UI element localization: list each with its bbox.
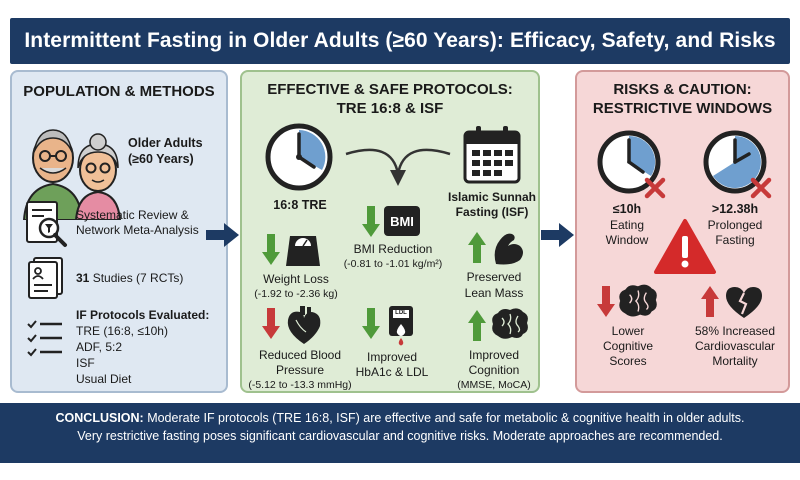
conclusion-banner: CONCLUSION: Moderate IF protocols (TRE 1…: [0, 403, 800, 463]
study-documents-icon: [28, 257, 63, 299]
prolonged-fasting-clock-icon: [703, 130, 772, 199]
lean-line1: Preserved: [466, 270, 522, 284]
down-arrow-red-icon: [262, 308, 280, 339]
protocol-item: Usual Diet: [76, 372, 132, 386]
document-search-icon: [26, 201, 67, 247]
isf-line2: Fasting (ISF): [455, 205, 529, 219]
bmi-badge: BMI: [384, 206, 420, 236]
tre-label: 16:8 TRE: [273, 198, 327, 212]
studies-detail: Studies (7 RCTs): [89, 271, 184, 285]
weight-scale-icon: [286, 236, 320, 266]
conclusion-lead: CONCLUSION:: [55, 411, 144, 425]
cog-line2: Cognition: [468, 363, 520, 377]
protocols-heading-line1: EFFECTIVE & SAFE PROTOCOLS:: [267, 81, 513, 98]
studies-count-line: 31 Studies (7 RCTs): [76, 271, 183, 286]
hba1c-line2: HbA1c & LDL: [355, 365, 429, 379]
risk-cog-line2: Cognitive: [602, 339, 654, 353]
title-bar: Intermittent Fasting in Older Adults (≥6…: [0, 0, 800, 64]
conclusion-text1: Moderate IF protocols (TRE 16:8, ISF) ar…: [143, 411, 745, 425]
protocol-item: TRE (16:8, ≤10h): [76, 324, 168, 338]
prolonged-line1: Prolonged: [707, 218, 763, 232]
review-line2: Network Meta-Analysis: [76, 223, 199, 237]
prolonged-value: >12.38h: [711, 202, 759, 216]
bp-line1: Reduced Blood: [258, 348, 342, 362]
brain-icon: [492, 308, 528, 339]
lean-line2: Lean Mass: [464, 286, 524, 300]
bmi-range: (-0.81 to -1.01 kg/m²): [343, 258, 443, 270]
window-value: ≤10h: [612, 202, 642, 216]
protocols-panel: EFFECTIVE & SAFE PROTOCOLS: TRE 16:8 & I…: [240, 70, 540, 393]
risk-cog-line3: Scores: [609, 354, 647, 368]
flexed-arm-icon: [494, 233, 523, 265]
protocol-item: ADF, 5:2: [76, 340, 123, 354]
brain-icon: [619, 284, 657, 317]
cv-line1: 58% Increased: [694, 324, 776, 338]
down-arrow-icon: [262, 234, 280, 265]
merge-arrows-icon: [345, 148, 451, 186]
up-arrow-icon: [468, 232, 486, 263]
weight-label: Weight Loss: [263, 272, 329, 286]
warning-icon: [654, 219, 716, 274]
studies-count: 31: [76, 271, 90, 285]
calendar-icon: [463, 126, 521, 184]
hba1c-line1: Improved: [366, 350, 418, 364]
down-arrow-icon: [362, 206, 380, 237]
window-line1: Eating: [609, 218, 645, 232]
bmi-label: BMI Reduction: [353, 242, 433, 256]
risks-heading-line1: RISKS & CAUTION:: [613, 81, 752, 98]
protocols-heading-line2: TRE 16:8 & ISF: [336, 100, 444, 117]
risks-heading-line2: RESTRICTIVE WINDOWS: [592, 100, 773, 117]
conclusion-text2: Very restrictive fasting poses significa…: [77, 429, 723, 443]
window-line2: Window: [605, 233, 649, 247]
population-group-line1: Older Adults: [128, 136, 203, 150]
glucose-drop-icon: [389, 306, 413, 346]
down-arrow-red-icon: [597, 286, 615, 317]
conclusion-line1: CONCLUSION: Moderate IF protocols (TRE 1…: [0, 409, 800, 427]
population-panel: POPULATION & METHODS Older Adults (≥60 Y…: [10, 70, 228, 393]
checklist-icon: [27, 320, 62, 357]
flow-arrow-2: [541, 223, 574, 247]
cog-line1: Improved: [468, 348, 520, 362]
heart-organ-icon: [287, 306, 321, 344]
tre-clock-icon: [265, 123, 333, 191]
population-heading: POPULATION & METHODS: [23, 83, 215, 100]
prolonged-line2: Fasting: [715, 233, 755, 247]
up-arrow-icon: [468, 310, 486, 341]
title-banner: Intermittent Fasting in Older Adults (≥6…: [10, 18, 790, 64]
population-group-line2: (≥60 Years): [128, 152, 194, 166]
weight-range: (-1.92 to -2.36 kg): [254, 288, 338, 300]
cv-line2: Cardiovascular: [694, 339, 776, 353]
broken-heart-icon: [726, 287, 762, 318]
risks-panel: RISKS & CAUTION: RESTRICTIVE WINDOWS ≤10…: [575, 70, 790, 393]
bp-line2: Pressure: [275, 363, 325, 377]
protocol-item: ISF: [76, 356, 95, 370]
protocols-heading: IF Protocols Evaluated:: [76, 308, 210, 322]
page-title: Intermittent Fasting in Older Adults (≥6…: [24, 29, 776, 52]
flow-arrow-1: [206, 223, 239, 247]
risk-cog-line1: Lower: [611, 324, 645, 338]
up-arrow-red-icon: [701, 286, 719, 317]
cv-line3: Mortality: [712, 354, 758, 368]
cog-range: (MMSE, MoCA): [457, 379, 531, 391]
bp-range: (-5.12 to -13.3 mmHg): [248, 379, 352, 391]
ldl-badge: LDL: [395, 310, 407, 316]
review-line1: Systematic Review &: [76, 208, 189, 222]
eating-window-clock-icon: [597, 130, 666, 199]
isf-line1: Islamic Sunnah: [447, 190, 537, 204]
down-arrow-icon: [362, 308, 380, 339]
